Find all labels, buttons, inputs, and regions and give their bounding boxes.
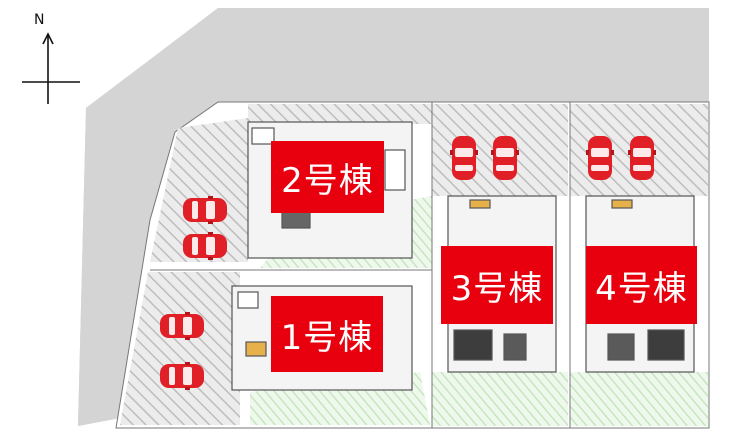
north-arrow-icon <box>22 32 80 104</box>
paving-zone-top <box>248 104 432 124</box>
car-icon <box>628 136 656 180</box>
car-icon <box>491 136 519 180</box>
car-icon <box>160 312 204 340</box>
car-icon <box>183 232 227 260</box>
paving-zone-b1 <box>120 272 240 425</box>
car-icon <box>450 136 478 180</box>
road-area <box>78 8 709 426</box>
building-label-2: 2号棟 <box>271 141 384 213</box>
lawn-zone-b3 <box>432 372 568 426</box>
car-icon <box>586 136 614 180</box>
lawn-zone-b4 <box>570 372 708 426</box>
car-icon <box>160 362 204 390</box>
road-area-left <box>78 8 218 426</box>
car-icon <box>183 196 227 224</box>
building-label-4: 4号棟 <box>586 246 697 324</box>
building-label-3: 3号棟 <box>441 246 553 324</box>
north-label: N <box>34 12 45 28</box>
building-label-1: 1号棟 <box>271 296 383 372</box>
paving-zone-b2 <box>150 118 248 262</box>
